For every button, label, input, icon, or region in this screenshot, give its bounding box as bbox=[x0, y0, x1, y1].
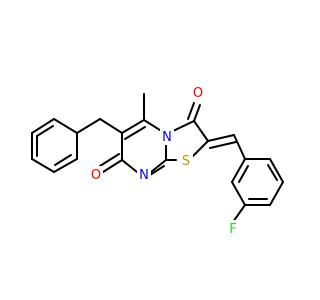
atom-label-layer: O N S N O F bbox=[89, 84, 240, 237]
atom-s: S bbox=[179, 152, 193, 169]
bond bbox=[31, 118, 55, 134]
bond bbox=[53, 158, 78, 173]
bond bbox=[124, 126, 146, 140]
atom-o-top: O bbox=[191, 84, 205, 101]
bond bbox=[269, 158, 284, 183]
bond bbox=[149, 165, 165, 176]
nitrogen-label: N bbox=[162, 130, 172, 145]
bond bbox=[193, 120, 209, 142]
bond bbox=[269, 181, 284, 206]
bond bbox=[267, 164, 278, 181]
atom-o-left: O bbox=[89, 166, 103, 183]
bond bbox=[238, 165, 249, 183]
bond bbox=[207, 134, 235, 142]
bond bbox=[150, 159, 167, 173]
bond bbox=[36, 125, 54, 137]
bond bbox=[187, 102, 195, 120]
bond bbox=[191, 140, 209, 158]
atom-n-bridge: N bbox=[160, 128, 174, 145]
bond bbox=[31, 158, 55, 173]
oxygen-label: O bbox=[91, 168, 101, 183]
bond bbox=[99, 118, 123, 134]
bond bbox=[231, 158, 246, 183]
nitrogen-label: N bbox=[139, 168, 149, 183]
oxygen-label: O bbox=[193, 86, 203, 101]
bond bbox=[172, 120, 195, 132]
bond bbox=[54, 154, 72, 166]
bond bbox=[233, 134, 246, 160]
bond bbox=[102, 159, 123, 173]
bond bbox=[53, 118, 78, 134]
bond bbox=[99, 153, 120, 167]
bond bbox=[209, 141, 237, 149]
bond bbox=[193, 104, 201, 122]
molecule-structure: O N S N O F bbox=[31, 84, 284, 237]
bond-layer bbox=[31, 93, 284, 223]
bond bbox=[232, 204, 246, 223]
bond bbox=[121, 119, 145, 134]
fluorine-label: F bbox=[229, 222, 236, 237]
bond bbox=[143, 119, 164, 133]
bond bbox=[121, 159, 138, 173]
sulfur-label: S bbox=[182, 154, 190, 169]
bond bbox=[231, 181, 246, 206]
atom-f: F bbox=[226, 220, 240, 237]
bond bbox=[76, 118, 101, 134]
atom-n-imine: N bbox=[137, 166, 151, 183]
